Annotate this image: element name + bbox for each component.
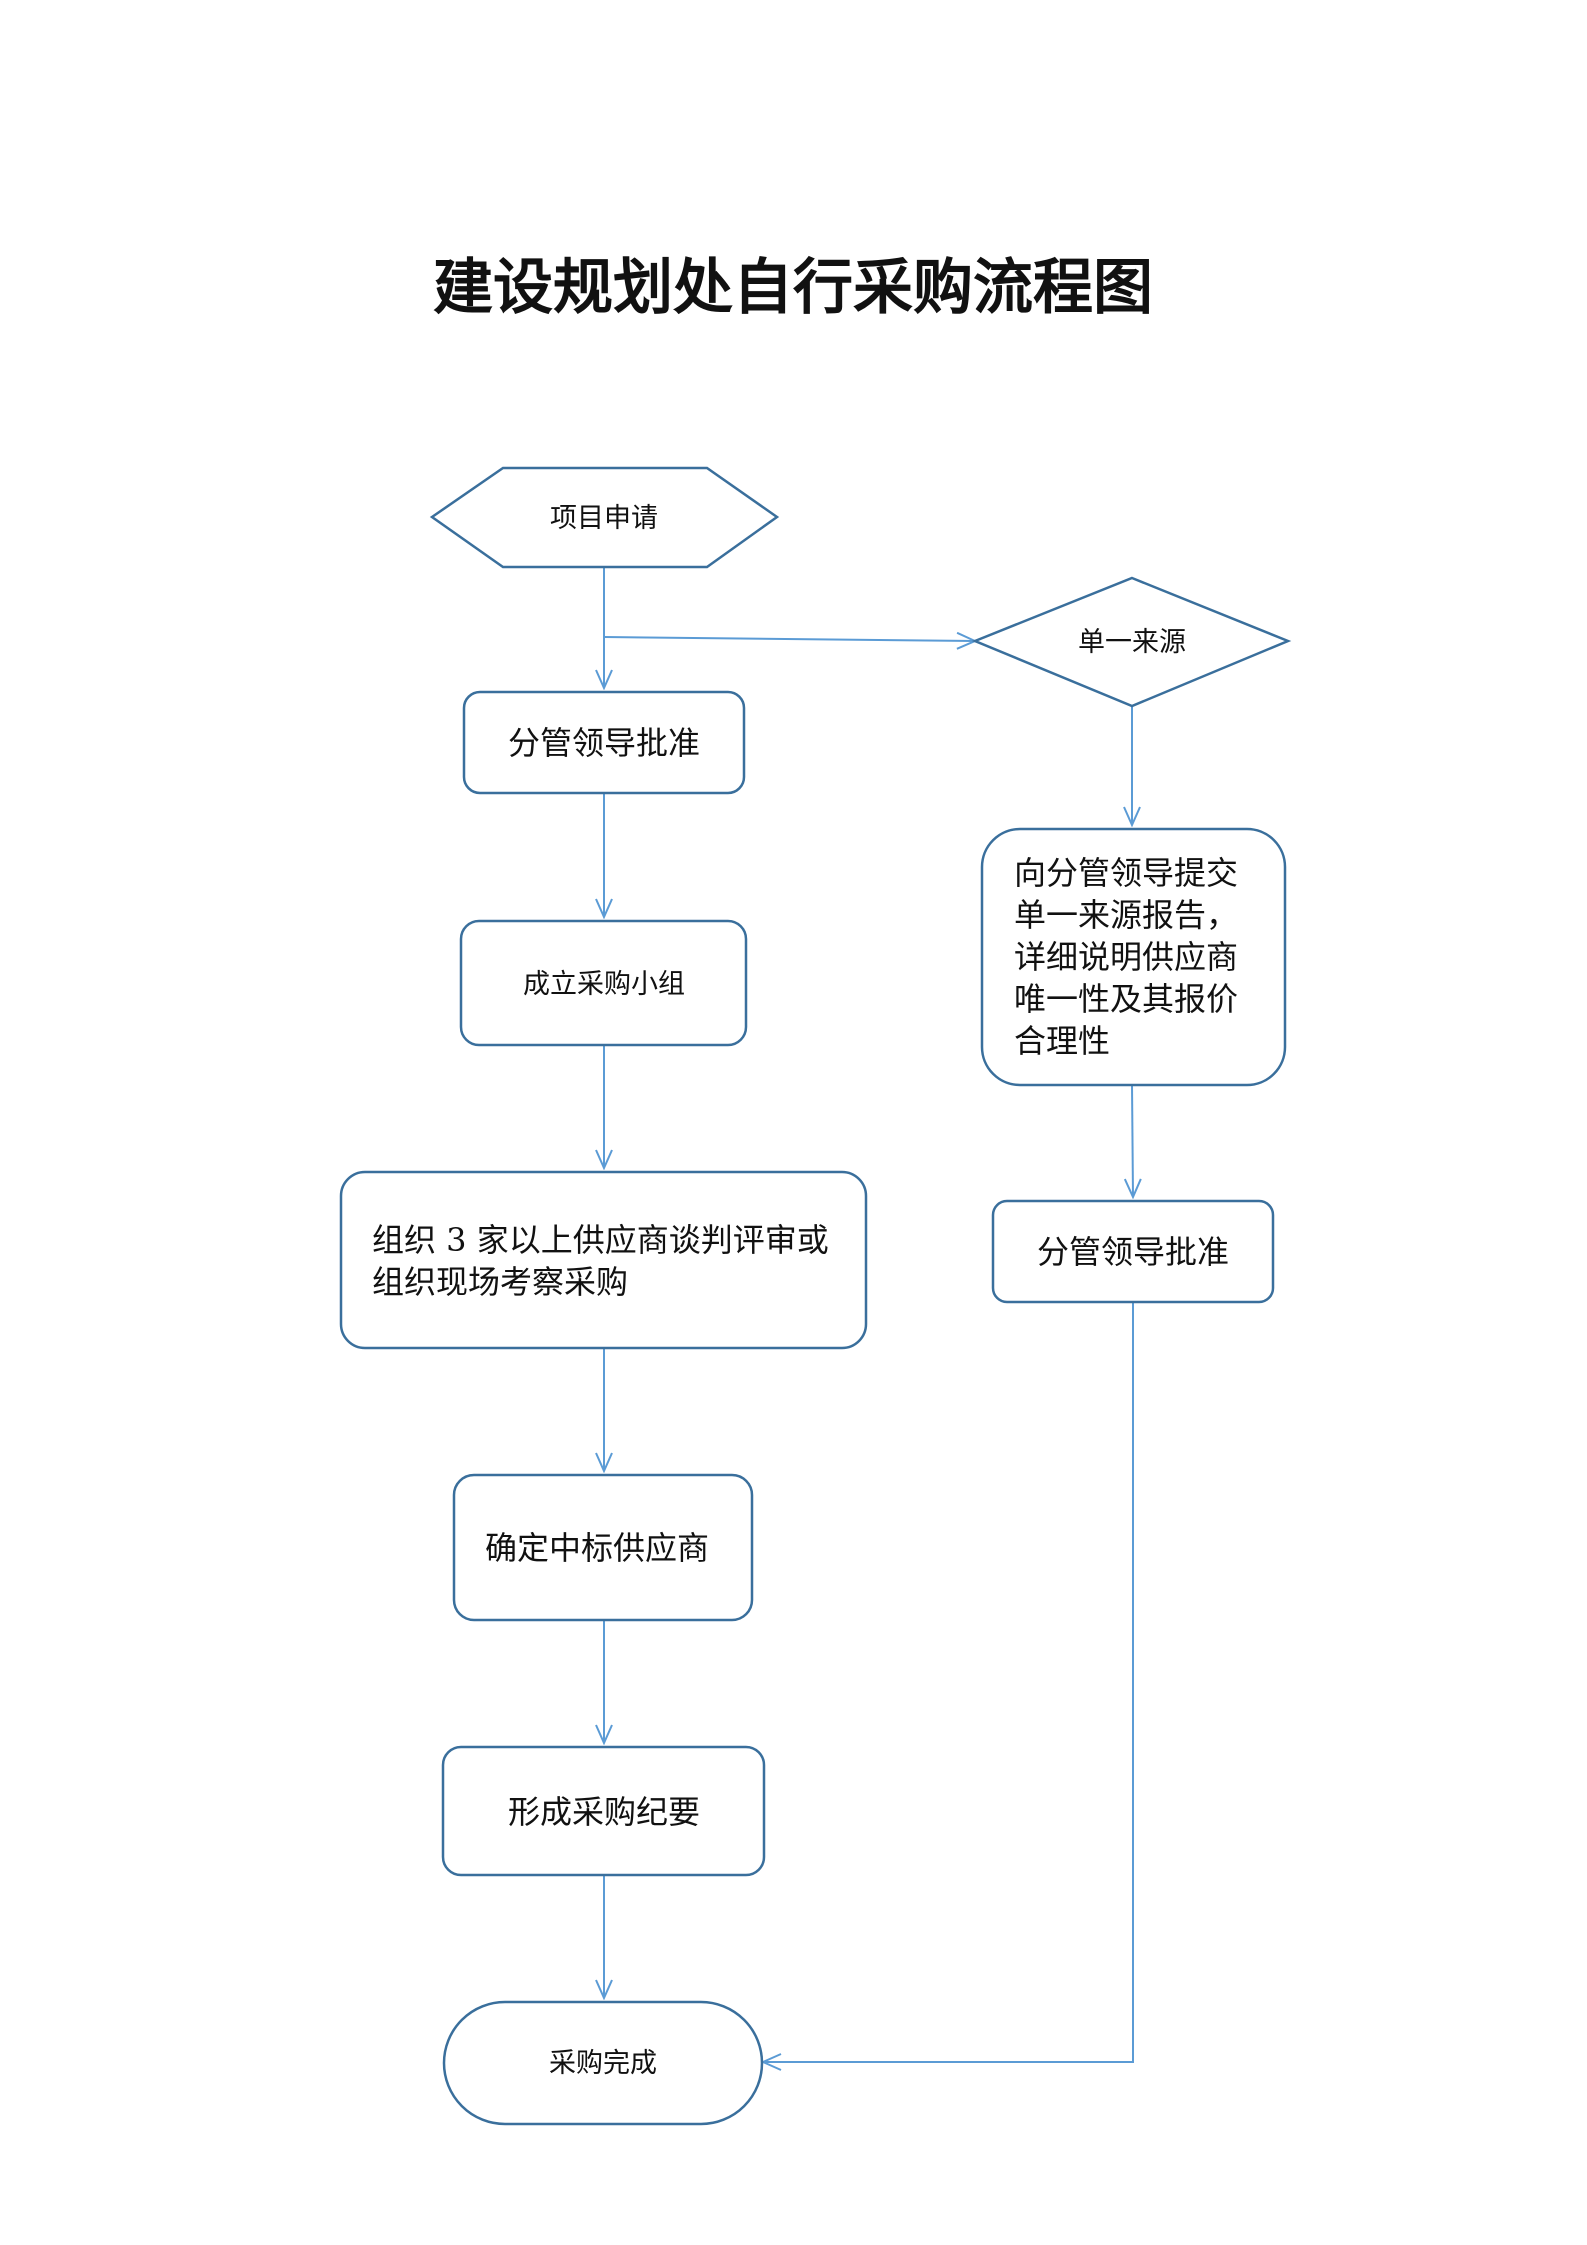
rounded-box bbox=[339, 1170, 868, 1350]
rounded-box bbox=[991, 1199, 1275, 1304]
node-sole-source: 单一来源 bbox=[971, 576, 1292, 708]
node-label: 确定中标供应商 bbox=[485, 1529, 709, 1567]
edge-branch-to-sole-source bbox=[603, 637, 975, 641]
rounded-box bbox=[459, 919, 748, 1047]
node-label: 分管领导批准 bbox=[1037, 1233, 1229, 1271]
node-label-line: 详细说明供应商 bbox=[1014, 938, 1238, 976]
edge-report-to-approval-2 bbox=[1132, 1084, 1133, 1197]
page-title: 建设规划处自行采购流程图 bbox=[433, 253, 1153, 323]
node-label-line: 组织现场考察采购 bbox=[372, 1263, 628, 1301]
hexagon-shape bbox=[429, 466, 780, 569]
node-label: 采购完成 bbox=[549, 2048, 657, 2079]
stadium-shape bbox=[442, 2000, 764, 2126]
node-label: 向分管领导提交 单一来源报告， 详细说明供应商 唯一性及其报价 合理性 bbox=[1014, 854, 1248, 1060]
node-label: 形成采购纪要 bbox=[508, 1793, 700, 1831]
node-label: 分管领导批准 bbox=[508, 724, 700, 762]
node-label-line: 单一来源报告， bbox=[1014, 896, 1238, 934]
node-label-line: 合理性 bbox=[1014, 1022, 1110, 1060]
node-leader-approval-2: 分管领导批准 bbox=[991, 1199, 1275, 1304]
node-determine-supplier: 确定中标供应商 bbox=[452, 1473, 754, 1622]
rounded-box bbox=[452, 1473, 754, 1622]
node-label: 组织 3 家以上供应商谈判评审或 组织现场考察采购 bbox=[372, 1221, 839, 1301]
node-label-line: 向分管领导提交 bbox=[1014, 854, 1238, 892]
node-project-request: 项目申请 bbox=[429, 466, 780, 569]
node-label: 项目申请 bbox=[550, 503, 658, 534]
node-leader-approval-1: 分管领导批准 bbox=[462, 690, 746, 795]
node-label: 单一来源 bbox=[1078, 627, 1186, 658]
edge-approval-2-to-complete bbox=[763, 1302, 1134, 2062]
node-form-group: 成立采购小组 bbox=[459, 919, 748, 1047]
edges bbox=[604, 567, 1133, 2062]
diamond-shape bbox=[971, 576, 1292, 708]
rounded-box bbox=[462, 690, 746, 795]
rounded-box bbox=[980, 827, 1287, 1087]
node-label-line: 组织 3 家以上供应商谈判评审或 bbox=[372, 1221, 829, 1259]
node-sole-source-report: 向分管领导提交 单一来源报告， 详细说明供应商 唯一性及其报价 合理性 bbox=[980, 827, 1287, 1087]
node-label: 成立采购小组 bbox=[523, 969, 685, 1000]
rounded-box bbox=[441, 1745, 766, 1877]
node-form-minutes: 形成采购纪要 bbox=[441, 1745, 766, 1877]
node-complete: 采购完成 bbox=[442, 2000, 764, 2126]
node-negotiation: 组织 3 家以上供应商谈判评审或 组织现场考察采购 bbox=[339, 1170, 868, 1350]
node-label-line: 唯一性及其报价 bbox=[1014, 980, 1238, 1018]
